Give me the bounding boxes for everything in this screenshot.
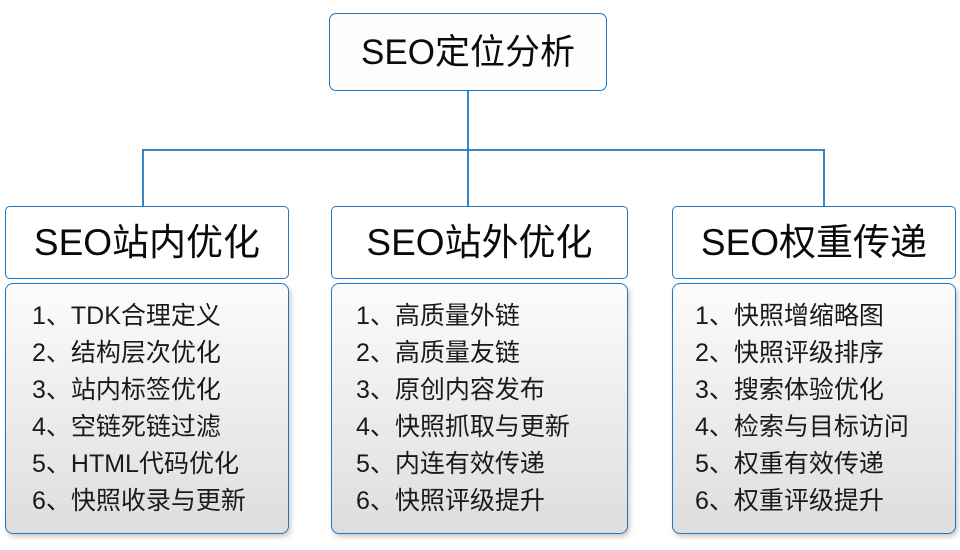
root-node: SEO定位分析 <box>329 13 607 91</box>
list-item: 2、结构层次优化 <box>32 339 221 367</box>
list-item: 6、快照收录与更新 <box>32 487 246 515</box>
branch-header-label-3: SEO权重传递 <box>700 222 928 263</box>
list-item: 4、快照抓取与更新 <box>356 413 570 441</box>
list-item: 4、检索与目标访问 <box>695 413 909 441</box>
list-item: 5、权重有效传递 <box>695 450 884 478</box>
branch-column-1: SEO站内优化 1、TDK合理定义 2、结构层次优化 3、站内标签优化 4、空链… <box>5 206 289 534</box>
list-item: 6、快照评级提升 <box>356 487 545 515</box>
list-item: 3、原创内容发布 <box>356 376 545 404</box>
branch-column-2: SEO站外优化 1、高质量外链 2、高质量友链 3、原创内容发布 4、快照抓取与… <box>331 206 628 534</box>
list-item: 5、HTML代码优化 <box>32 450 239 478</box>
branch-list-3: 1、快照增缩略图 2、快照评级排序 3、搜索体验优化 4、检索与目标访问 5、权… <box>672 283 956 534</box>
list-item: 2、快照评级排序 <box>695 339 884 367</box>
branch-header-1: SEO站内优化 <box>5 206 289 279</box>
branch-list-2: 1、高质量外链 2、高质量友链 3、原创内容发布 4、快照抓取与更新 5、内连有… <box>331 283 628 534</box>
root-node-label: SEO定位分析 <box>361 32 575 72</box>
list-item: 6、权重评级提升 <box>695 487 884 515</box>
branch-column-3: SEO权重传递 1、快照增缩略图 2、快照评级排序 3、搜索体验优化 4、检索与… <box>672 206 956 534</box>
list-item: 1、TDK合理定义 <box>32 302 221 330</box>
list-item: 4、空链死链过滤 <box>32 413 221 441</box>
branch-list-1: 1、TDK合理定义 2、结构层次优化 3、站内标签优化 4、空链死链过滤 5、H… <box>5 283 289 534</box>
branch-header-label-2: SEO站外优化 <box>366 222 593 263</box>
list-item: 1、高质量外链 <box>356 302 520 330</box>
list-item: 3、搜索体验优化 <box>695 376 884 404</box>
branch-header-2: SEO站外优化 <box>331 206 628 279</box>
list-item: 5、内连有效传递 <box>356 450 545 478</box>
list-item: 3、站内标签优化 <box>32 376 221 404</box>
list-item: 2、高质量友链 <box>356 339 520 367</box>
list-item: 1、快照增缩略图 <box>695 302 884 330</box>
branch-header-label-1: SEO站内优化 <box>33 222 261 263</box>
branch-header-3: SEO权重传递 <box>672 206 956 279</box>
